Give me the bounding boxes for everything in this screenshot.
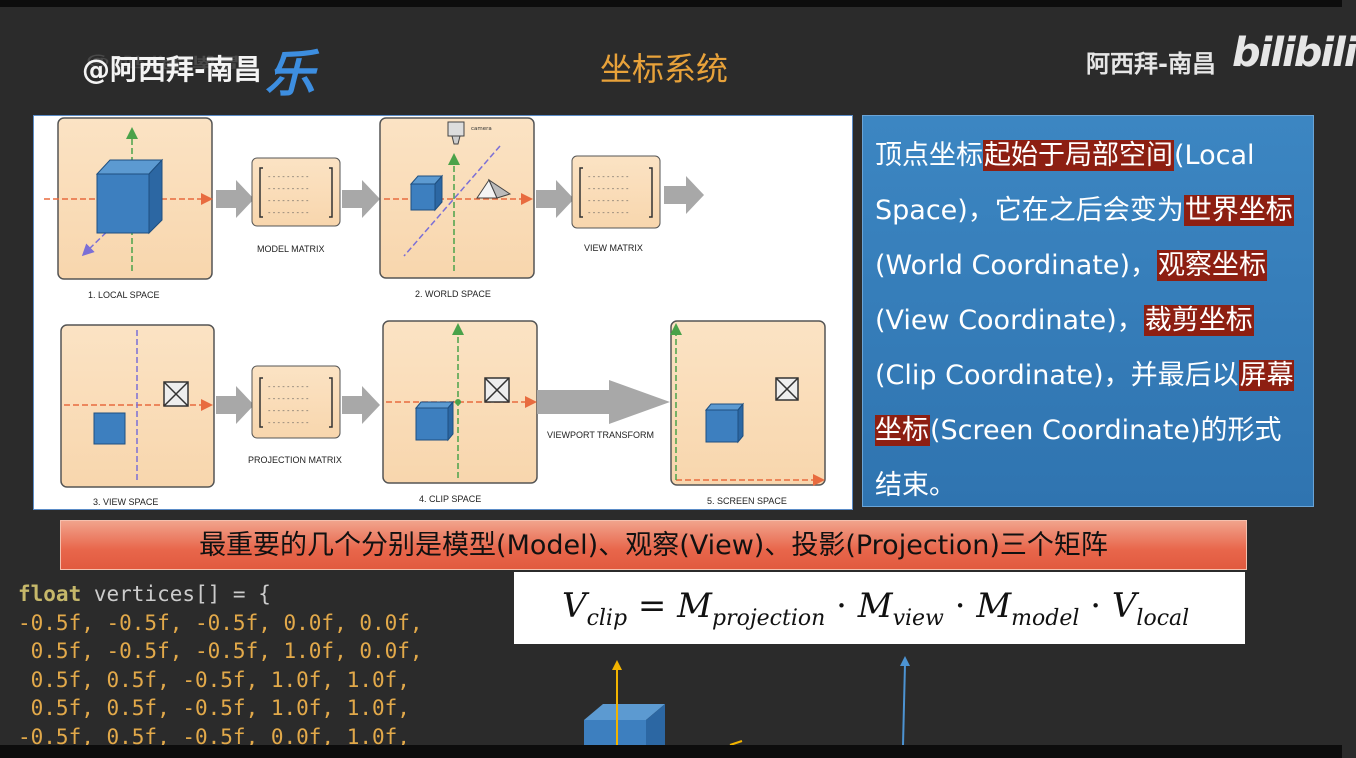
coordinate-pipeline-diagram: 1. LOCAL SPACE - - - - - - - - - - - - -… [33,115,853,510]
highlighted-term: 起始于局部空间 [983,140,1174,171]
svg-text:- - - - - - - - -: - - - - - - - - - [588,209,629,217]
video-top-bar [0,0,1342,7]
mvp-formula: Vclip = Mprojection · Mview · Mmodel · V… [514,572,1245,644]
code-line: -0.5f, -0.5f, -0.5f, 0.0f, 0.0f, [18,610,423,635]
local-space-panel [44,117,213,280]
svg-text:- - - - - - - - -: - - - - - - - - - [268,173,309,181]
projection-matrix-icon: - - - - - - - - - - - - - - - - - - - - … [251,365,341,439]
highlighted-term: 世界坐标 [1183,195,1294,226]
svg-text:- - - - - - - - -: - - - - - - - - - [588,185,629,193]
code-declaration: vertices[] = { [81,582,271,606]
view-space-panel [60,324,215,488]
code-line: -0.5f, 0.5f, -0.5f, 0.0f, 1.0f, [18,724,410,749]
view-matrix-label: VIEW MATRIX [584,243,643,253]
world-space-label: 2. WORLD SPACE [415,289,491,299]
slide-title: 坐标系统 [600,50,729,88]
watermark-left: @阿西拜-南昌 [82,53,262,86]
code-line: 0.5f, 0.5f, -0.5f, 1.0f, 1.0f, [18,696,410,721]
clip-space-label: 4. CLIP SPACE [419,494,481,504]
svg-text:- - - - - - - - -: - - - - - - - - - [268,419,309,427]
projection-matrix-label: PROJECTION MATRIX [248,455,342,465]
vertices-code-block: float vertices[] = { -0.5f, -0.5f, -0.5f… [18,580,423,752]
camera-label: camera [471,126,492,132]
video-bottom-bar [0,745,1342,758]
svg-text:- - - - - - - - -: - - - - - - - - - [268,407,309,415]
view-matrix-icon: - - - - - - - - - - - - - - - - - - - - … [571,155,661,229]
explanation-segment: (World Coordinate)， [875,250,1158,281]
screen-space-label: 5. SCREEN SPACE [707,496,787,506]
model-matrix-icon: - - - - - - - - - - - - - - - - - - - - … [251,157,341,227]
screen-space-panel [670,320,826,486]
view-space-label: 3. VIEW SPACE [93,497,158,507]
explanation-segment: (Screen Coordinate)的形式结束。 [875,415,1282,501]
svg-text:- - - - - - - - -: - - - - - - - - - [268,383,309,391]
explanation-segment: (View Coordinate)， [875,305,1144,336]
model-matrix-label: MODEL MATRIX [257,244,325,254]
bilibili-logo-icon: bilibili [1232,30,1356,76]
svg-text:- - - - - - - - -: - - - - - - - - - [268,395,309,403]
svg-text:- - - - - - - - -: - - - - - - - - - [268,185,309,193]
viewport-transform-label: VIEWPORT TRANSFORM [547,430,654,440]
watermark-right: 阿西拜-南昌 [1086,50,1216,78]
highlighted-term: 观察坐标 [1157,250,1268,281]
explanation-segment: (Local Space)，它在之后会变为 [875,140,1255,226]
explanation-segment: (Clip Coordinate)，并最后以 [875,360,1239,391]
highlighted-term: 裁剪坐标 [1143,305,1254,336]
world-space-panel: camera [379,117,535,279]
code-line: 0.5f, -0.5f, -0.5f, 1.0f, 0.0f, [18,639,423,664]
code-keyword: float [18,582,82,606]
watermark-logo-icon: 乐 [265,45,315,103]
local-space-label: 1. LOCAL SPACE [88,290,160,300]
explanation-segment: 顶点坐标 [875,140,983,171]
svg-text:- - - - - - - - -: - - - - - - - - - [588,173,629,181]
explanation-box: 顶点坐标起始于局部空间(Local Space)，它在之后会变为世界坐标 (Wor… [862,115,1314,507]
explanation-text: 顶点坐标起始于局部空间(Local Space)，它在之后会变为世界坐标 (Wor… [875,128,1303,513]
svg-text:- - - - - - - - -: - - - - - - - - - [268,209,309,217]
key-matrices-banner: 最重要的几个分别是模型(Model)、观察(View)、投影(Projectio… [60,520,1247,570]
code-line: 0.5f, 0.5f, -0.5f, 1.0f, 1.0f, [18,667,410,692]
svg-text:- - - - - - - - -: - - - - - - - - - [588,197,629,205]
clip-space-panel [382,320,538,484]
svg-text:- - - - - - - - -: - - - - - - - - - [268,197,309,205]
